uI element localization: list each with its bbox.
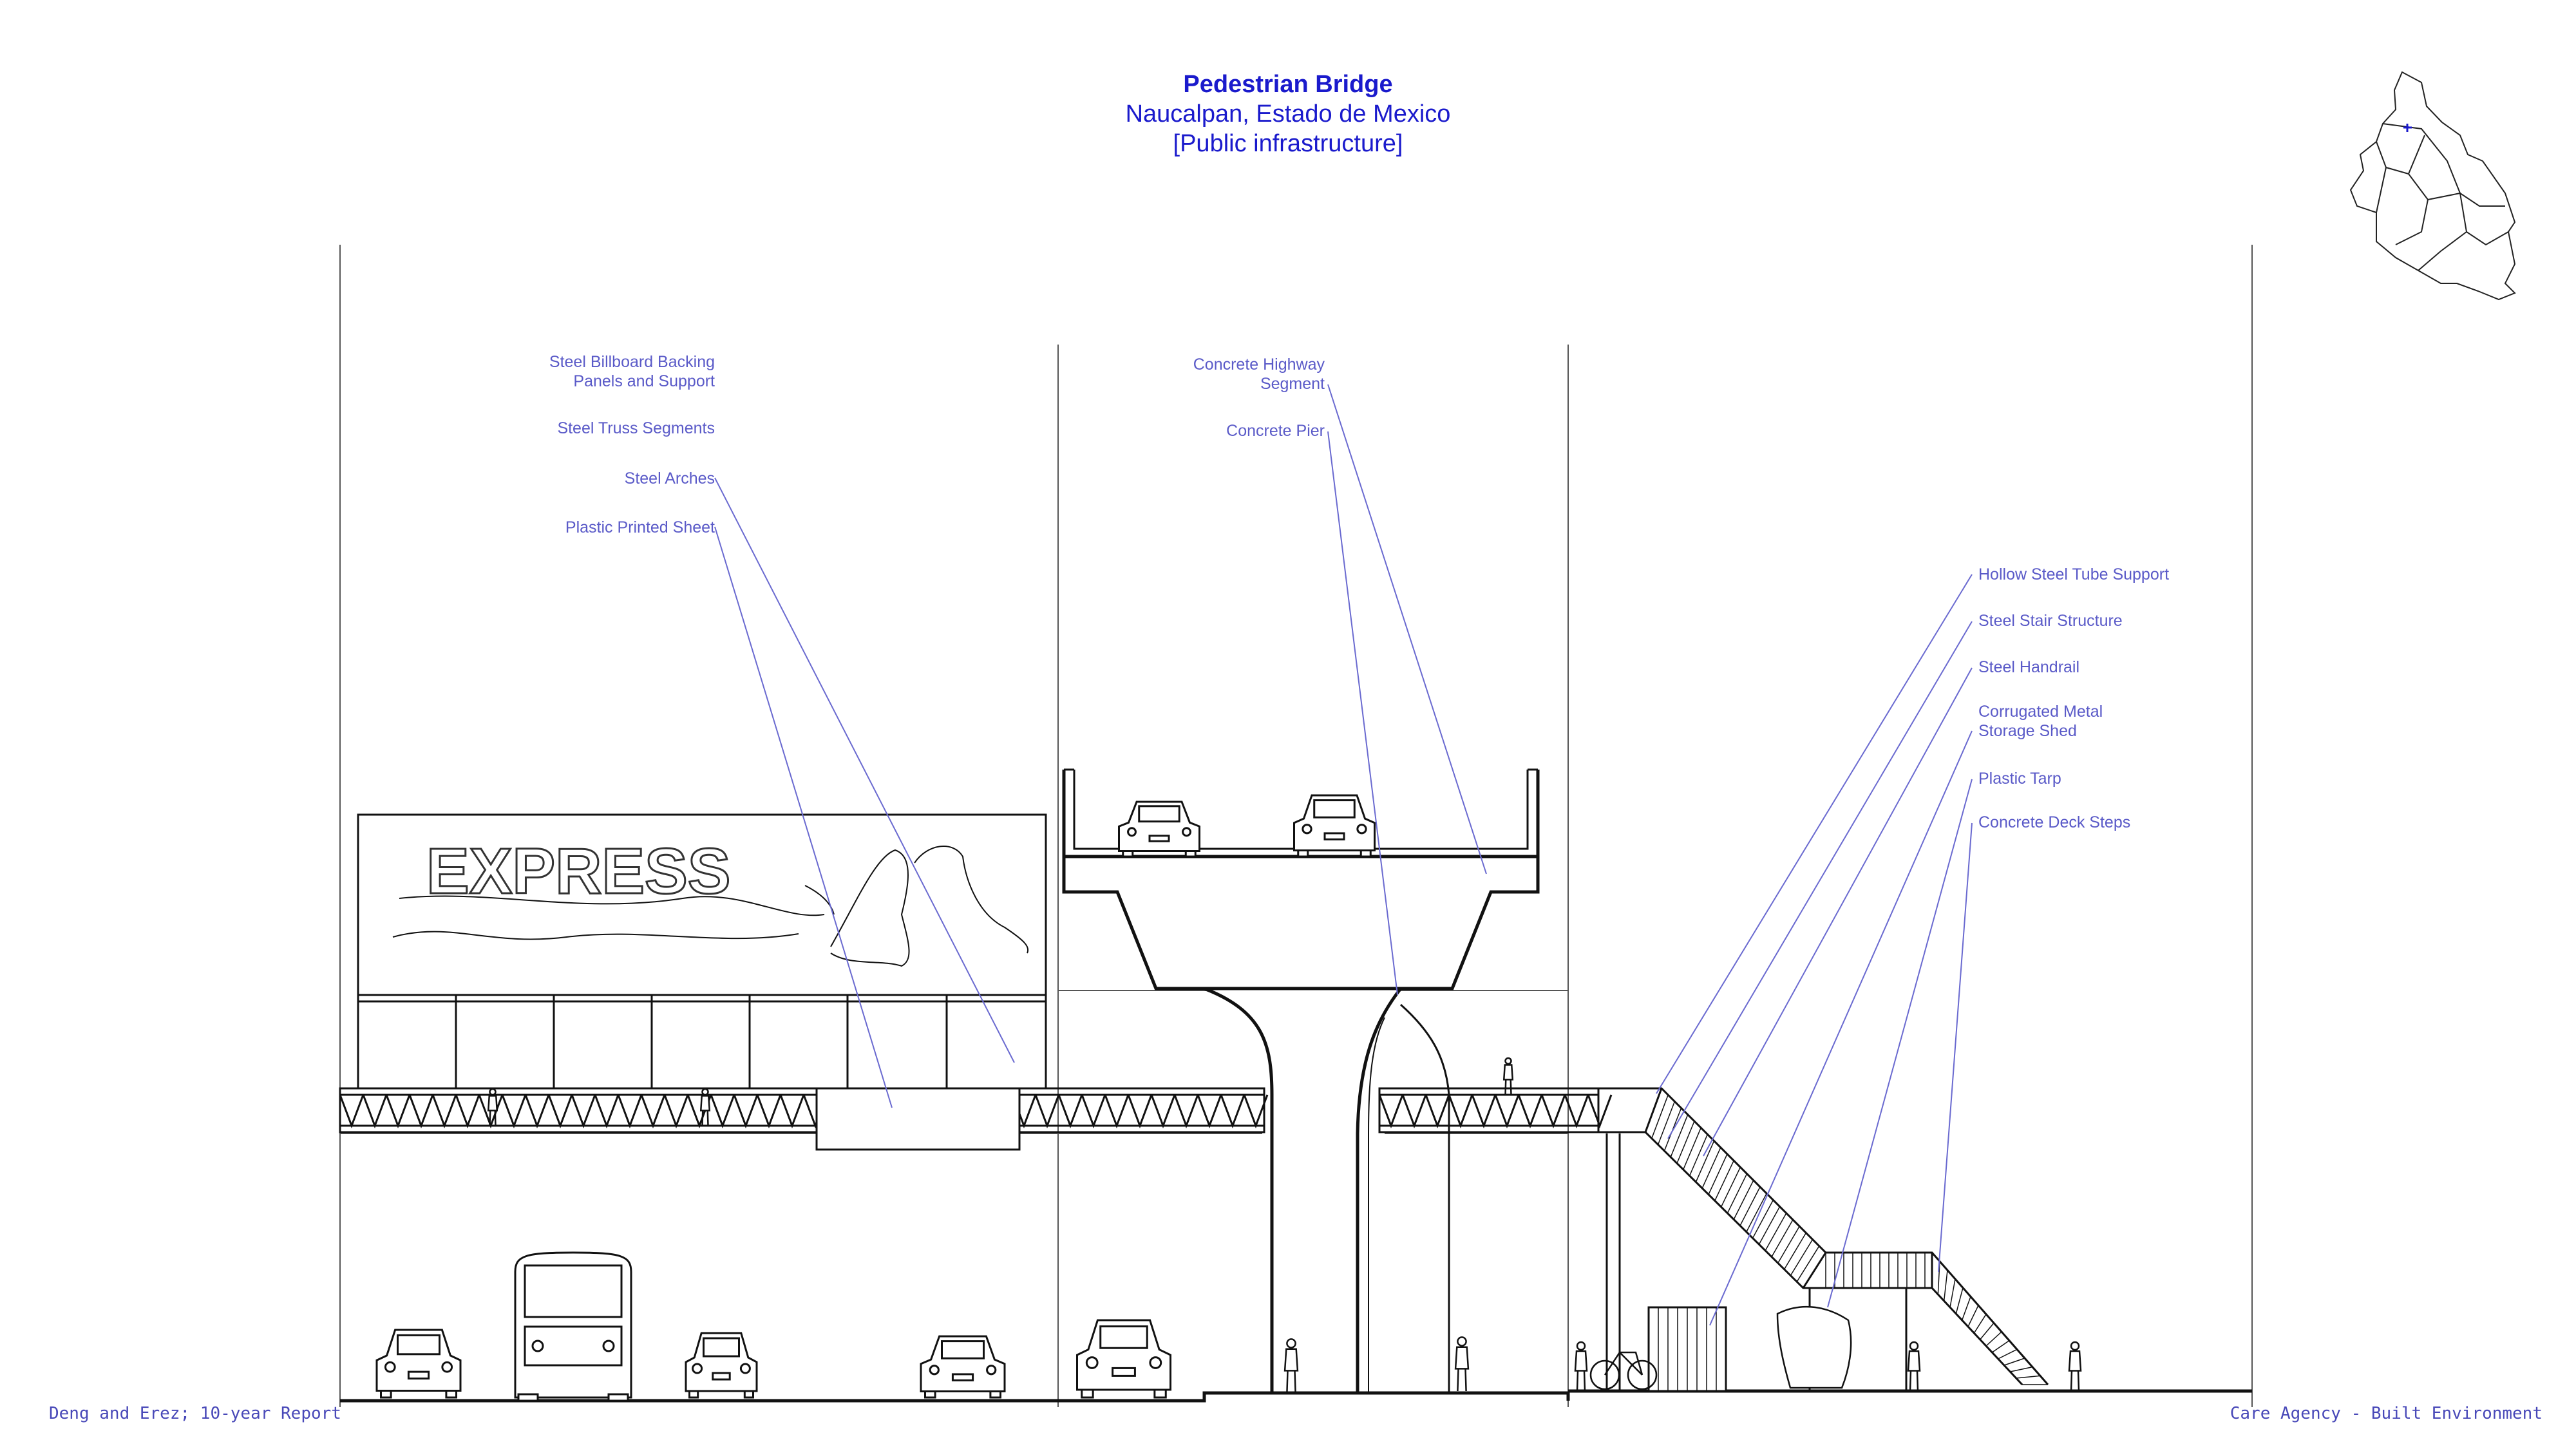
stair-structure	[1598, 1087, 2049, 1391]
title-block: Pedestrian Bridge Naucalpan, Estado de M…	[0, 70, 2576, 158]
highway	[1062, 768, 1540, 1395]
person-bridge-3	[1502, 1057, 1514, 1095]
person-ground-3	[1574, 1341, 1588, 1392]
car-deck-1	[1118, 800, 1200, 858]
billboard-text: EXPRESS	[426, 835, 730, 907]
car-1	[375, 1329, 462, 1399]
label-concrete-pier: Concrete Pier	[1226, 422, 1325, 440]
car-deck-2	[1293, 794, 1376, 858]
person-ground-4	[1907, 1341, 1921, 1392]
label-storage-shed: Corrugated Metal Storage Shed	[1978, 703, 2103, 740]
category-subtitle: [Public infrastructure]	[1173, 130, 1403, 157]
person-ground-5	[2068, 1341, 2082, 1392]
bus	[514, 1251, 632, 1402]
car-2	[685, 1332, 758, 1399]
label-stair-structure: Steel Stair Structure	[1978, 612, 2123, 630]
person-bridge-1	[487, 1088, 498, 1126]
label-plastic-sheet: Plastic Printed Sheet	[565, 518, 715, 536]
label-billboard-backing: Steel Billboard Backing Panels and Suppo…	[549, 353, 715, 390]
footer-right: Care Agency - Built Environment	[2230, 1404, 2543, 1423]
locator-map	[2349, 71, 2516, 301]
label-deck-steps: Concrete Deck Steps	[1978, 813, 2131, 831]
frame-lines	[339, 245, 2253, 1407]
storage-shed	[1647, 1306, 1727, 1392]
person-ground-2	[1454, 1336, 1470, 1392]
people	[487, 1057, 2082, 1394]
plastic-tarp	[1776, 1305, 1852, 1389]
person-bridge-2	[699, 1088, 711, 1126]
label-steel-arches: Steel Arches	[624, 469, 715, 488]
car-3	[920, 1335, 1006, 1399]
billboard	[357, 813, 1047, 996]
bicycle	[1589, 1351, 1658, 1390]
label-handrail: Steel Handrail	[1978, 658, 2080, 676]
billboard-backing	[357, 995, 1047, 1088]
truss-bridge	[339, 1087, 1613, 1151]
vehicles	[375, 794, 1376, 1402]
label-highway-segment: Concrete Highway Segment	[1193, 355, 1325, 393]
footer-left: Deng and Erez; 10-year Report	[49, 1404, 341, 1423]
suv-1	[1076, 1319, 1171, 1399]
person-ground-1	[1283, 1338, 1299, 1394]
label-plastic-tarp: Plastic Tarp	[1978, 770, 2061, 788]
location-subtitle: Naucalpan, Estado de Mexico	[1125, 100, 1451, 128]
page-title: Pedestrian Bridge	[1183, 71, 1393, 98]
leader-lines	[714, 384, 1973, 1326]
label-tube-support: Hollow Steel Tube Support	[1978, 565, 2170, 583]
label-steel-truss: Steel Truss Segments	[557, 419, 715, 437]
